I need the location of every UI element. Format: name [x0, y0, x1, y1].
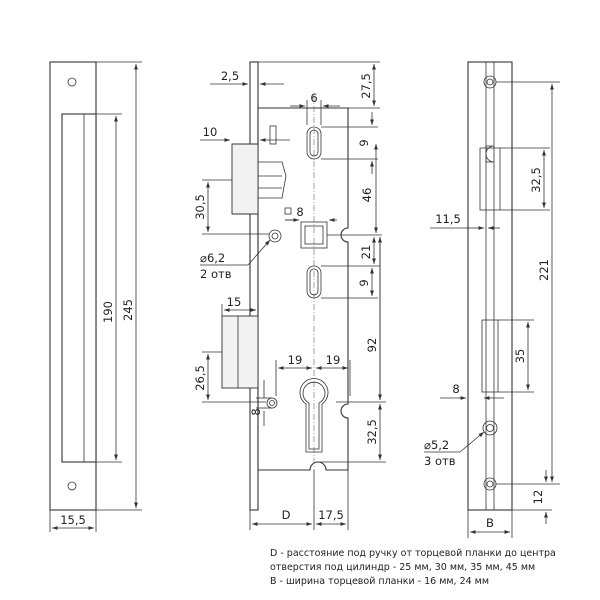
dim-faceplate-offset: 2,5: [221, 69, 239, 83]
dim-strike-top: 32,5: [529, 167, 543, 193]
dim-strike-bottom: 12: [531, 490, 545, 505]
dim-strike-edge: 8: [452, 382, 459, 396]
dim-strike-bolt: 35: [513, 349, 527, 364]
strike-plate-view: 32,5 11,5 221 35 8 ⌀5,2 3 отв 12 B: [424, 61, 560, 538]
dim-follower-to-slot: 21: [359, 245, 373, 260]
dim-mount-hole: ⌀6,2: [200, 251, 225, 265]
dim-strike-hole: ⌀5,2: [424, 438, 449, 452]
dim-follower-to-cylinder: 92: [365, 338, 379, 353]
dim-cylinder-hole: 8: [249, 408, 263, 415]
dim-faceplate-width: 15,5: [60, 513, 86, 527]
dim-latch-height: 30,5: [193, 194, 207, 220]
dim-follower-square: 8: [296, 205, 303, 219]
dim-cylinder-right: 19: [326, 353, 341, 367]
dim-top-to-hole: 27,5: [359, 73, 373, 99]
dim-faceplate-inner: 190: [101, 301, 115, 323]
dim-faceplate-length: 245: [121, 299, 135, 321]
dim-bolt-height: 26,5: [193, 365, 207, 391]
note-cylinder-sizes: отверстия под цилиндр - 25 мм, 30 мм, 35…: [270, 562, 535, 573]
dim-cylinder-bottom: 32,5: [365, 419, 379, 445]
dim-body-right: 17,5: [318, 508, 344, 522]
dim-bolt-width: 15: [227, 295, 242, 309]
dim-backset: D: [282, 508, 291, 522]
dim-slot-width: 6: [310, 91, 317, 105]
dim-strike-hole-count: 3 отв: [424, 454, 456, 468]
note-backset: D - расстояние под ручку от торцевой пла…: [270, 548, 556, 559]
dim-slot-height-1: 9: [357, 139, 371, 146]
dim-cylinder-left: 19: [288, 353, 303, 367]
dim-strike-width: B: [486, 516, 494, 530]
dim-mount-hole-count: 2 отв: [200, 267, 232, 281]
notes: D - расстояние под ручку от торцевой пла…: [270, 548, 556, 587]
dim-strike-offset: 11,5: [435, 212, 461, 226]
dim-latch-to-follower: 46: [360, 188, 374, 203]
faceplate-view: 245 190 15,5: [49, 61, 142, 532]
dim-latch-width: 10: [203, 125, 218, 139]
dim-strike-total: 221: [537, 259, 551, 281]
note-strike-width: B - ширина торцевой планки - 16 мм, 24 м…: [270, 576, 489, 587]
lock-body-view: 2,5 27,5 6 10 9 46 30,5 8: [193, 61, 386, 530]
dim-slot-height-2: 9: [357, 279, 371, 286]
